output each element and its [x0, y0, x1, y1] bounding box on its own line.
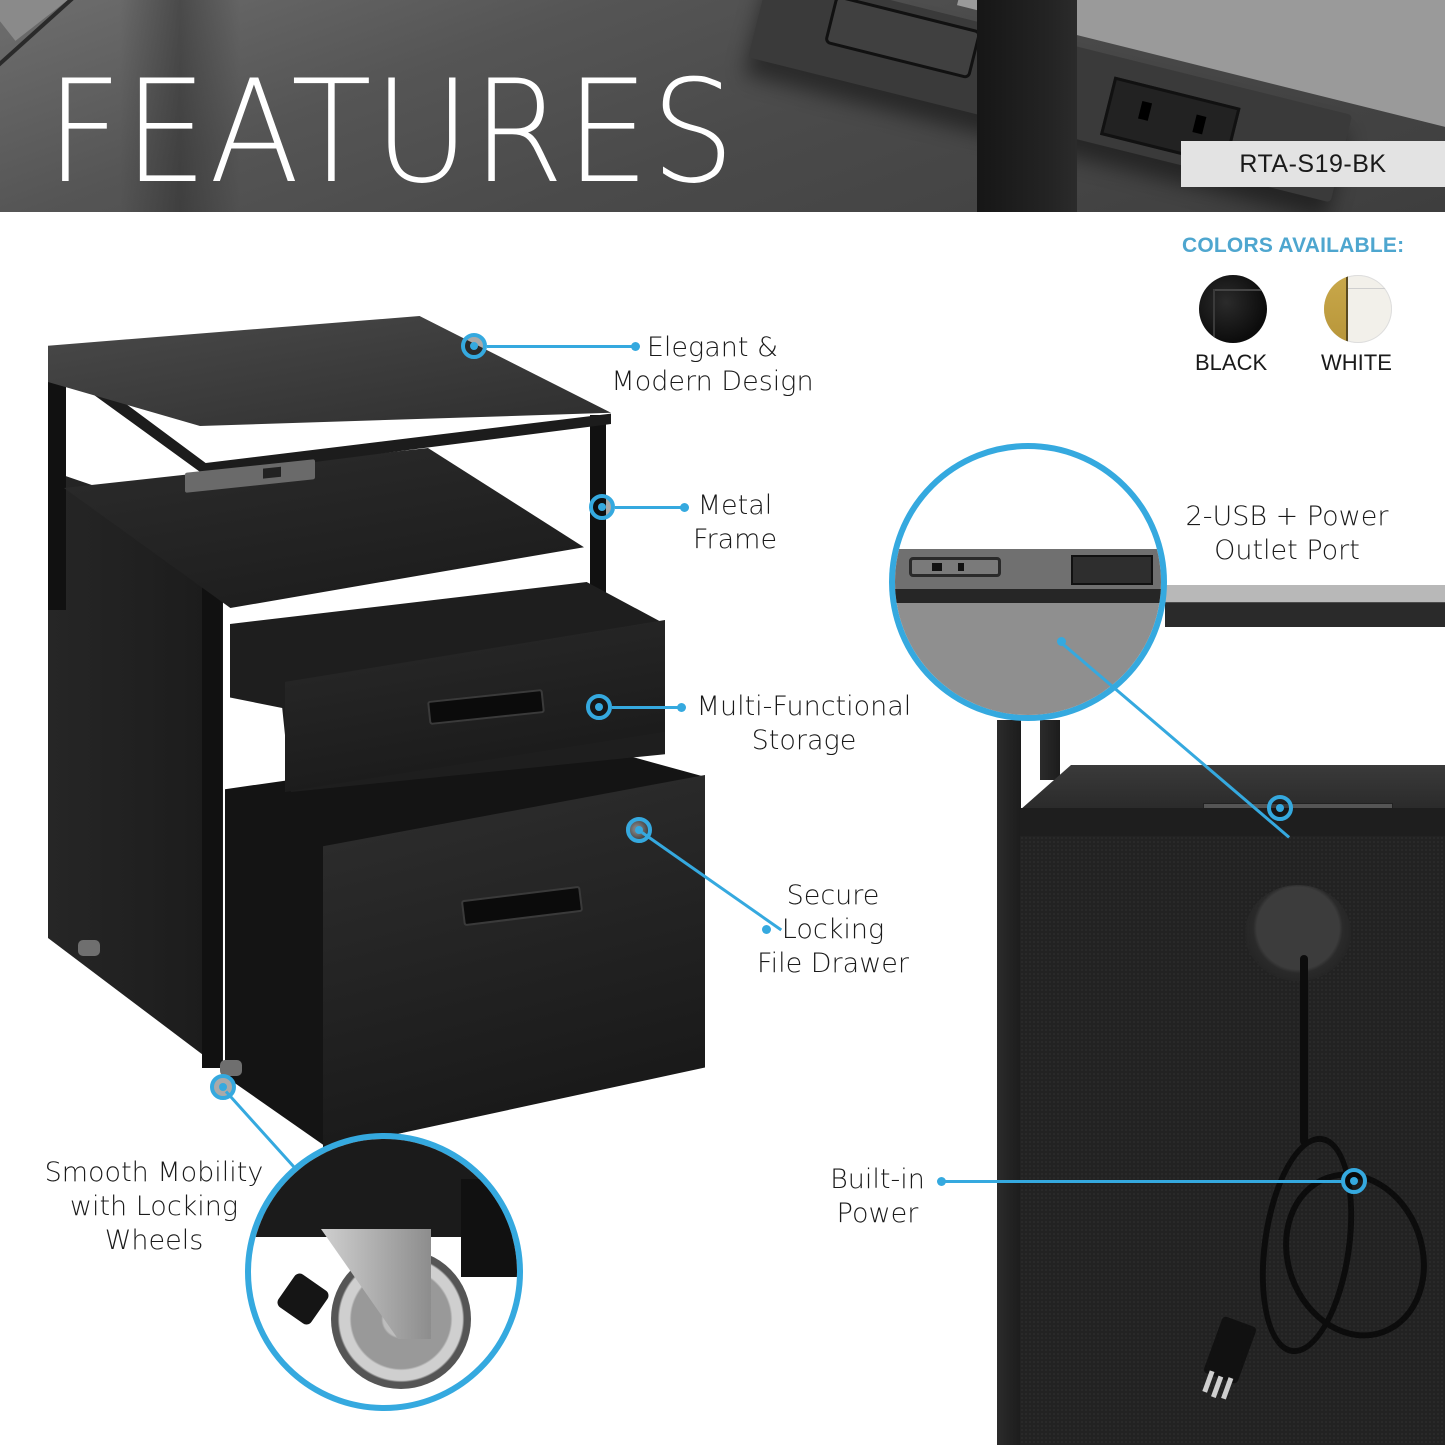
callout-metal-frame: Metal Frame	[685, 489, 785, 557]
callout-line-1: Built-in	[830, 1164, 925, 1195]
callout-built-in-power: Built-in Power	[820, 1163, 935, 1231]
callout-secure-locking-drawer: Secure Locking File Drawer	[748, 879, 918, 981]
callout-dot-locking	[762, 925, 771, 934]
callout-line-1: 2-USB + Power	[1185, 501, 1389, 532]
callout-marker-usb	[1267, 795, 1293, 821]
wheel-brake-icon	[275, 1271, 331, 1327]
callout-line-metal-frame	[615, 506, 685, 509]
banner-shadow	[120, 0, 240, 212]
callout-dot-storage	[677, 703, 686, 712]
callout-marker-storage	[586, 694, 612, 720]
callout-usb-power-outlet: 2-USB + Power Outlet Port	[1172, 500, 1402, 568]
callout-dot-metal-frame	[680, 503, 689, 512]
callout-line-elegant	[487, 345, 635, 348]
callout-line-2: with Locking	[69, 1191, 239, 1222]
frame-leg-front-left	[202, 468, 222, 1068]
callout-line-2: Storage	[751, 725, 857, 756]
power-outlet-icon	[1071, 555, 1153, 585]
color-label-black: BLACK	[1195, 350, 1268, 375]
model-number-badge: RTA-S19-BK	[1181, 141, 1445, 187]
colors-available-title: COLORS AVAILABLE:	[1182, 234, 1405, 257]
usb-outlet-zoom-circle	[889, 443, 1167, 721]
frame-post-left	[997, 720, 1021, 1445]
caster-wheel-front	[220, 1060, 242, 1076]
callout-elegant-design: Elegant & Modern Design	[605, 331, 820, 399]
callout-line-1: Metal	[697, 490, 773, 521]
swatch-seam	[1346, 275, 1348, 343]
cable-grommet-icon	[1245, 885, 1351, 981]
callout-line-2: Locking	[781, 914, 885, 945]
swatch-line	[1348, 288, 1392, 289]
callout-line-2: Modern Design	[611, 366, 814, 397]
frame-leg-back-left	[48, 350, 66, 610]
callout-line-1: Secure	[786, 880, 880, 911]
color-swatch-white[interactable]	[1324, 275, 1392, 343]
callout-dot-elegant	[631, 342, 640, 351]
callout-line-1: Elegant &	[646, 332, 779, 363]
header-banner: FEATURES RTA-S19-BK	[0, 0, 1445, 212]
callout-line-power	[941, 1180, 1345, 1183]
frame-post-inner	[1040, 720, 1060, 780]
color-label-white: WHITE	[1321, 350, 1392, 375]
caster-wheel-back	[78, 940, 100, 956]
power-cord	[1300, 955, 1308, 1145]
banner-frame-post	[977, 0, 1077, 212]
color-swatch-black[interactable]	[1199, 275, 1267, 343]
callout-line-storage	[612, 706, 682, 709]
callout-line-2: Power	[836, 1198, 919, 1229]
callout-line-1: Smooth Mobility	[44, 1157, 264, 1188]
lower-shelf-edge	[1020, 808, 1445, 836]
callout-line-2: Outlet Port	[1214, 535, 1360, 566]
callout-smooth-mobility: Smooth Mobility with Locking Wheels	[38, 1156, 270, 1258]
callout-marker-power	[1341, 1168, 1367, 1194]
usb-port-icon	[823, 0, 982, 80]
shelf-surface	[895, 603, 1161, 715]
callout-line-2: Frame	[692, 524, 778, 555]
usb-port-icon	[909, 557, 1001, 577]
callout-line-1: Multi-Functional	[696, 691, 912, 722]
callout-line-3: Wheels	[104, 1225, 204, 1256]
top-shelf-edge	[1165, 585, 1445, 627]
strip-edge	[895, 589, 1161, 603]
gold-accent	[1324, 275, 1346, 343]
callout-marker-metal-frame	[589, 494, 615, 520]
callout-marker-elegant	[461, 333, 487, 359]
page-title: FEATURES	[46, 50, 737, 212]
wheel-zoom-circle	[245, 1133, 523, 1411]
cabinet-corner	[461, 1179, 517, 1277]
callout-line-3: File Drawer	[757, 948, 909, 979]
callout-multi-functional-storage: Multi-Functional Storage	[688, 690, 920, 758]
